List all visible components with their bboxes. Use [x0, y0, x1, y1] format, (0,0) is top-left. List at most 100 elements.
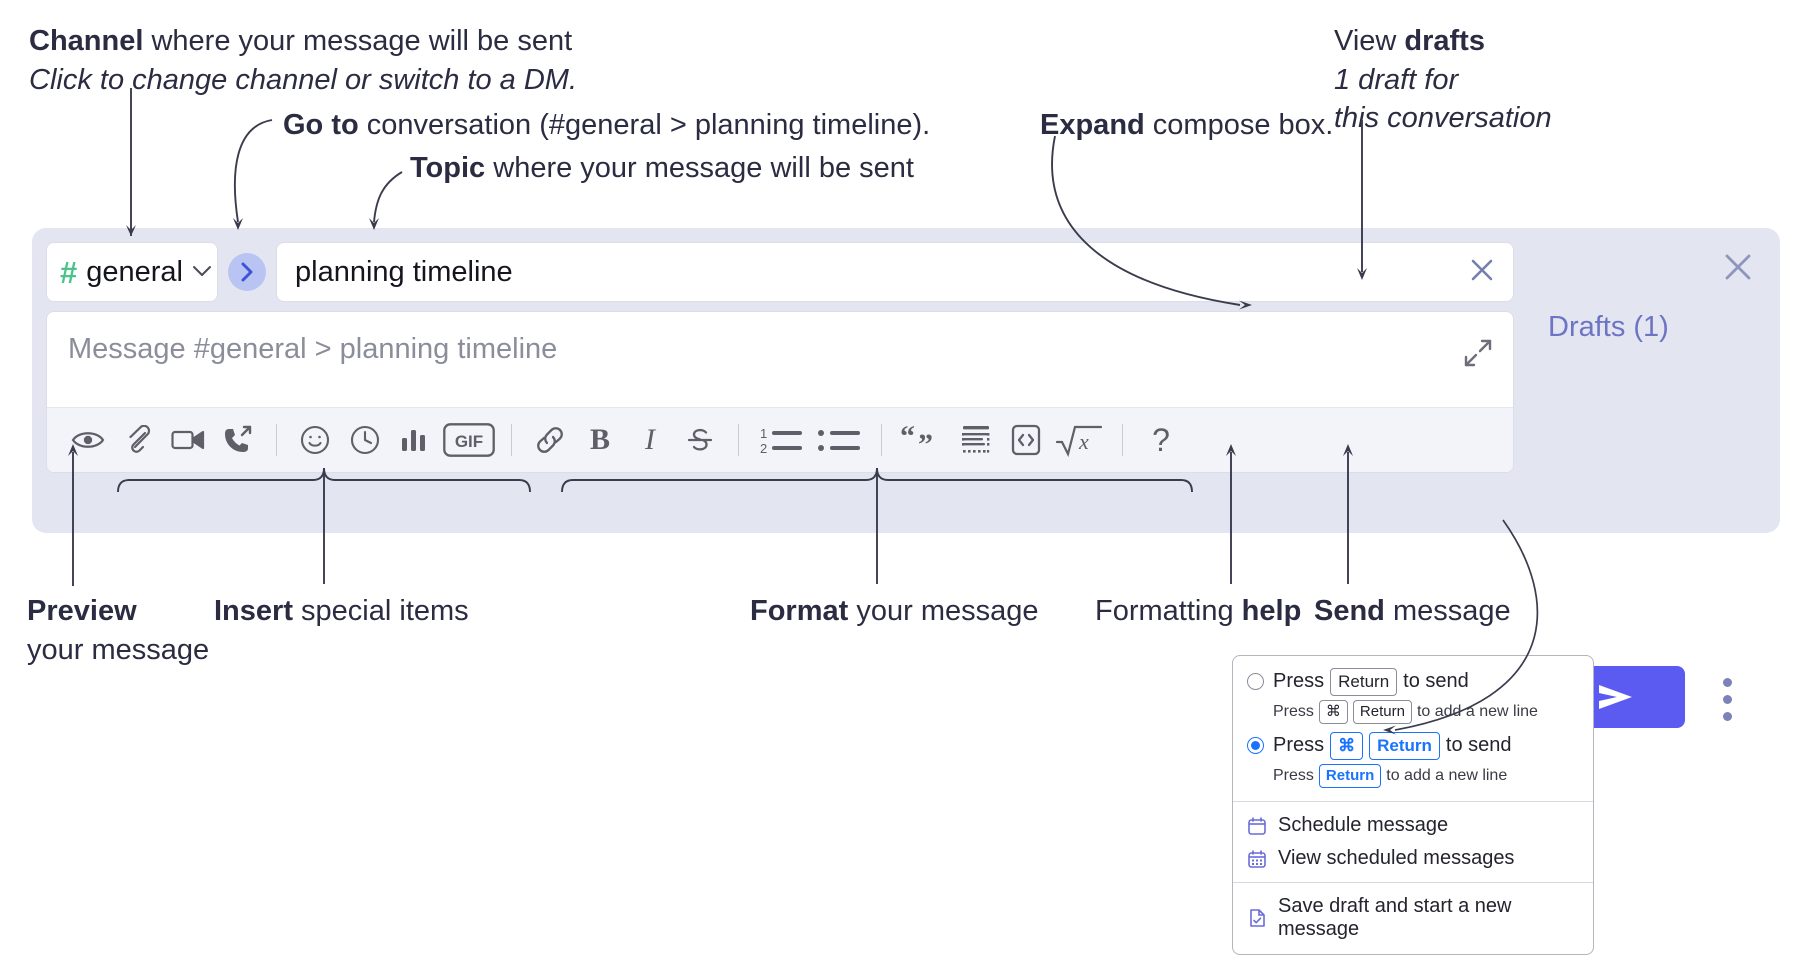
- italic-label: I: [645, 423, 655, 456]
- annotation-help: Formatting help: [1095, 592, 1301, 630]
- compose-header-row: # general planning timeline: [46, 242, 1514, 302]
- drafts-link[interactable]: Drafts (1): [1548, 311, 1669, 343]
- attachment-icon[interactable]: [113, 418, 163, 462]
- menu-divider: [1233, 882, 1593, 883]
- expand-icon[interactable]: [1463, 338, 1493, 373]
- dot: [1722, 678, 1732, 687]
- video-icon[interactable]: [163, 418, 213, 462]
- toolbar-divider: [738, 424, 739, 456]
- menu-item-save-draft[interactable]: Save draft and start a new message: [1233, 890, 1593, 946]
- svg-text:2: 2: [760, 441, 767, 455]
- italic-icon[interactable]: I: [625, 418, 675, 462]
- link-icon[interactable]: [525, 418, 575, 462]
- bold-icon[interactable]: B: [575, 418, 625, 462]
- menu-item-label: Schedule message: [1278, 814, 1449, 836]
- key-return: Return: [1369, 732, 1440, 760]
- math-icon[interactable]: x: [1051, 418, 1109, 462]
- clock-icon[interactable]: [340, 418, 390, 462]
- annotation-expand: Expand compose box.: [1040, 106, 1333, 144]
- hash-icon: #: [60, 254, 78, 290]
- annotation-help-bold: help: [1241, 595, 1302, 627]
- option-prefix: Press: [1273, 670, 1325, 693]
- annotation-goto-rest: conversation (#general > planning timeli…: [358, 109, 931, 141]
- annotation-drafts: View drafts 1 draft for this conversatio…: [1334, 22, 1552, 138]
- blockquote-icon[interactable]: “”: [895, 418, 951, 462]
- annotation-drafts-plain: View: [1334, 25, 1405, 57]
- annotation-expand-rest: compose box.: [1144, 109, 1334, 141]
- annotation-format: Format your message: [750, 592, 1039, 630]
- topic-value: planning timeline: [295, 255, 513, 288]
- menu-item-label: Save draft and start a new message: [1278, 895, 1512, 940]
- topic-field[interactable]: planning timeline: [276, 242, 1514, 302]
- annotation-insert-rest: special items: [292, 595, 469, 627]
- send-option-1[interactable]: Press ⌘ Return to send Press Return to a…: [1233, 730, 1593, 794]
- audio-huddle-icon[interactable]: [213, 418, 263, 462]
- menu-item-schedule-message[interactable]: Schedule message: [1233, 809, 1593, 842]
- annotation-preview-rest: your message: [27, 633, 210, 666]
- channel-picker[interactable]: # general: [46, 242, 218, 302]
- annotation-channel-bold: Channel: [29, 25, 144, 57]
- menu-item-view-scheduled-messages[interactable]: View scheduled messages: [1233, 842, 1593, 875]
- schedule-calendar-icon: [1247, 816, 1267, 836]
- poll-icon[interactable]: [390, 418, 440, 462]
- svg-text:“: “: [900, 424, 915, 453]
- help-icon[interactable]: ?: [1136, 418, 1186, 462]
- key-command: ⌘: [1330, 732, 1364, 760]
- dot: [1722, 695, 1732, 704]
- annotation-help-plain: Formatting: [1095, 595, 1242, 627]
- annotation-preview: Preview your message: [27, 592, 209, 669]
- chevron-down-icon: [192, 261, 212, 283]
- annotation-channel-rest: where your message will be sent: [143, 25, 573, 57]
- annotation-topic-rest: where your message will be sent: [485, 152, 914, 184]
- annotation-goto: Go to conversation (#general > planning …: [283, 106, 930, 144]
- message-input[interactable]: Message #general > planning timeline: [47, 312, 1513, 407]
- annotation-drafts-italic1: 1 draft for: [1334, 63, 1459, 96]
- key-return: Return: [1352, 699, 1412, 724]
- annotation-topic: Topic where your message will be sent: [410, 149, 914, 187]
- radio-selected[interactable]: [1247, 737, 1264, 755]
- bulleted-list-icon[interactable]: [810, 418, 868, 462]
- option-suffix: to send: [1403, 670, 1469, 693]
- option-sub-prefix: Press: [1273, 766, 1314, 784]
- annotation-drafts-bold: drafts: [1404, 25, 1485, 57]
- message-box: Message #general > planning timeline: [46, 311, 1514, 473]
- option-suffix: to send: [1445, 734, 1512, 757]
- annotation-channel: Channel where your message will be sent …: [29, 22, 577, 99]
- gif-icon[interactable]: GIF: [440, 418, 498, 462]
- goto-conversation-button[interactable]: [228, 253, 266, 291]
- message-placeholder: Message #general > planning timeline: [68, 333, 558, 365]
- code-block-icon[interactable]: [951, 418, 1001, 462]
- annotation-preview-bold: Preview: [27, 595, 137, 627]
- annotation-format-bold: Format: [750, 595, 849, 627]
- key-command: ⌘: [1318, 699, 1348, 724]
- send-option-0[interactable]: Press Return to send Press ⌘ Return to a…: [1233, 666, 1593, 730]
- compose-options-menu: Press Return to send Press ⌘ Return to a…: [1232, 655, 1594, 955]
- channel-name: general: [86, 255, 183, 288]
- key-return: Return: [1318, 763, 1382, 788]
- compose-options-button[interactable]: [1722, 678, 1732, 721]
- code-icon[interactable]: [1001, 418, 1051, 462]
- preview-icon[interactable]: [63, 418, 113, 462]
- option-sub-suffix: to add a new line: [1386, 766, 1508, 784]
- send-arrow-icon: [1599, 685, 1632, 709]
- view-scheduled-calendar-icon: [1247, 849, 1267, 869]
- gif-label: GIF: [455, 432, 483, 451]
- strikethrough-icon[interactable]: [675, 418, 725, 462]
- annotation-send: Send message: [1314, 592, 1511, 630]
- toolbar-divider: [276, 424, 277, 456]
- annotation-channel-italic: Click to change channel or switch to a D…: [29, 63, 578, 96]
- annotation-send-bold: Send: [1314, 595, 1385, 627]
- compose-panel: # general planning timeline Message #gen…: [32, 228, 1780, 728]
- panel-close-icon[interactable]: [1721, 250, 1755, 289]
- svg-text:x: x: [1078, 429, 1089, 454]
- annotation-drafts-italic2: this conversation: [1334, 102, 1552, 135]
- annotation-expand-bold: Expand: [1040, 109, 1145, 141]
- emoji-icon[interactable]: [290, 418, 340, 462]
- close-icon[interactable]: [1467, 255, 1497, 290]
- annotation-send-rest: message: [1384, 595, 1511, 627]
- annotation-topic-bold: Topic: [410, 152, 486, 184]
- annotation-insert-bold: Insert: [214, 595, 293, 627]
- radio-unselected[interactable]: [1247, 673, 1264, 691]
